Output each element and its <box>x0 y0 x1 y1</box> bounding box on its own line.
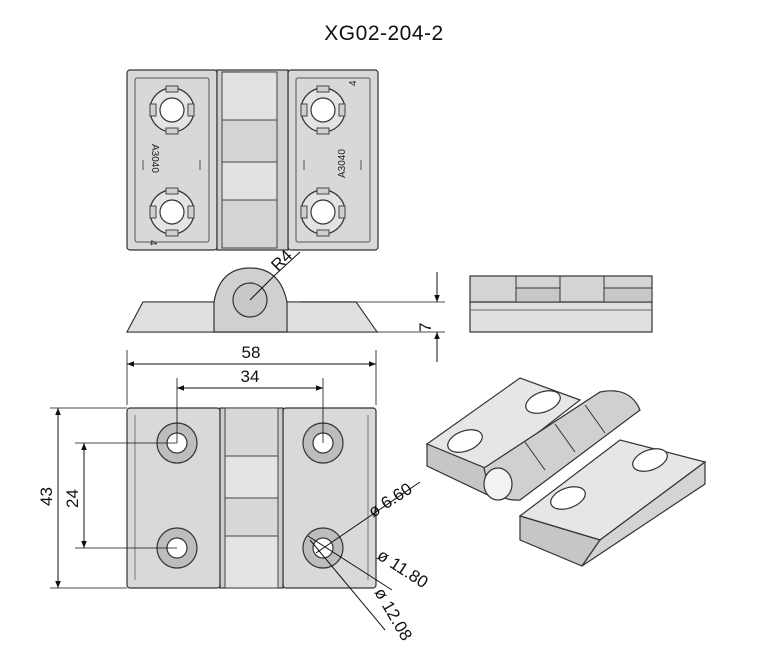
dim-overall-width: 58 <box>242 343 261 362</box>
dim-hole-spacing-x: 34 <box>241 367 260 386</box>
boss-bottom-left <box>149 187 195 237</box>
dim-hole-dia-11-80: ø 11.80 <box>374 545 432 592</box>
marking-number-right: 4 <box>348 80 359 86</box>
dim-overall-height: 43 <box>37 487 56 506</box>
dim-hole-dia-12-08: ø 12.08 <box>371 585 416 644</box>
marking-code-right: A3040 <box>337 149 348 178</box>
end-view <box>469 275 653 333</box>
marking-number-left: 4 <box>147 240 158 246</box>
dim-hole-spacing-y: 24 <box>63 489 82 508</box>
dim-thickness: 7 <box>416 323 435 332</box>
top-view: A3040 A3040 4 4 <box>126 69 379 251</box>
boss-top-right <box>300 85 346 135</box>
boss-top-left <box>149 85 195 135</box>
isometric-view <box>425 377 707 567</box>
marking-code-left: A3040 <box>149 144 160 173</box>
boss-bottom-right <box>300 187 346 237</box>
front-view: 58 34 43 24 ø 6.60 ø 11.80 ø 12.08 <box>37 343 431 644</box>
side-view: R4 7 <box>126 246 445 362</box>
drawing-title: XG02-204-2 <box>324 22 444 45</box>
